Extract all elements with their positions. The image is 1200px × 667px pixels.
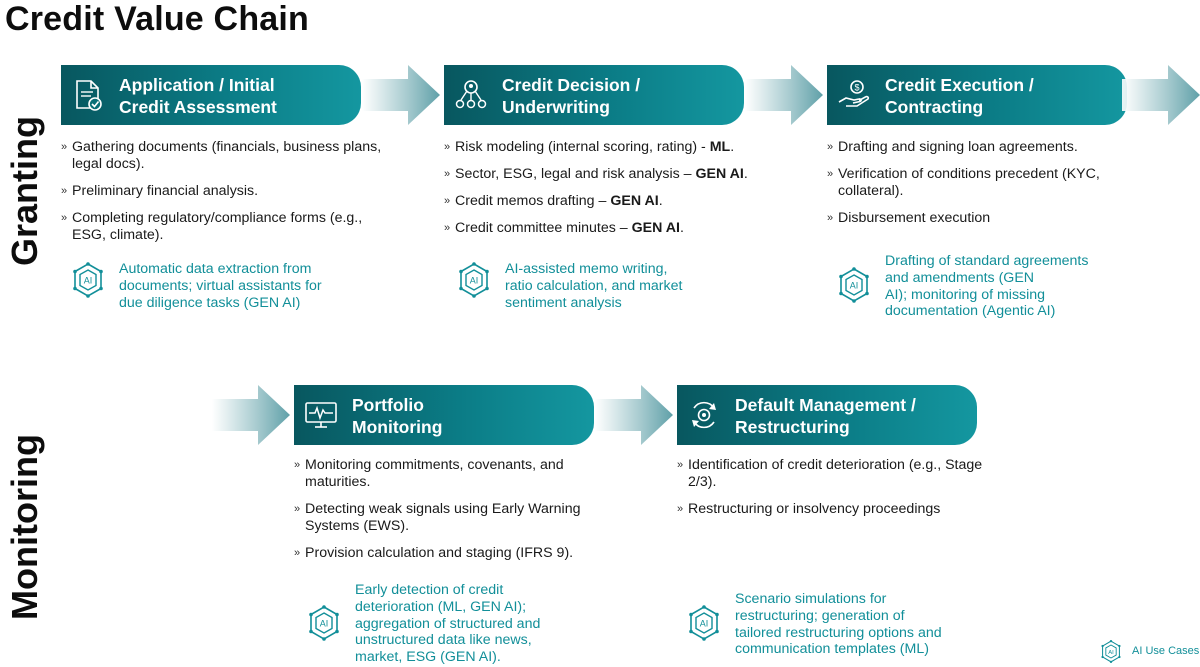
flow-arrow: [595, 385, 673, 445]
stage-bullets-credit-decision: »Risk modeling (internal scoring, rating…: [444, 139, 804, 247]
ai-use-case-credit-execution: Drafting of standard agreements and amen…: [837, 253, 1177, 325]
list-item: »Identification of credit deterioration …: [677, 457, 983, 490]
gear-cycle-icon: [692, 401, 716, 429]
flow-arrow: [362, 65, 440, 125]
stage-bullets-portfolio-monitoring: »Monitoring commitments, covenants, and …: [294, 457, 614, 572]
ai-use-case-text: Early detection of credit deterioration …: [355, 582, 541, 666]
list-item: »Restructuring or insolvency proceedings: [677, 501, 941, 517]
list-item: »Drafting and signing loan agreements.: [827, 139, 1078, 155]
stage-bullets-default-management: »Identification of credit deterioration …: [677, 457, 1007, 528]
hand-money-icon: $: [838, 80, 870, 107]
stage-bullets-credit-execution: »Drafting and signing loan agreements. »…: [827, 139, 1157, 237]
page-title: Credit Value Chain: [5, 0, 310, 38]
ai-use-case-application: Automatic data extraction from documents…: [71, 261, 391, 321]
ai-use-case-text: Automatic data extraction from documents…: [119, 261, 322, 311]
ai-use-case-text: Drafting of standard agreements and amen…: [885, 253, 1089, 320]
list-item: »Disbursement execution: [827, 210, 991, 226]
list-item: »Completing regulatory/compliance forms …: [61, 210, 363, 243]
ai-hex-icon: [687, 604, 721, 642]
stage-header-application: Application / Initial Credit Assessment: [61, 65, 361, 125]
stage-title: Credit Execution / Contracting: [885, 75, 1034, 117]
stage-bullets-application: »Gathering documents (financials, busine…: [61, 139, 391, 254]
flow-arrow: [745, 65, 823, 125]
section-label-monitoring: Monitoring: [4, 434, 45, 620]
ai-use-case-credit-decision: AI-assisted memo writing, ratio calculat…: [457, 261, 777, 321]
stage-header-portfolio-monitoring: Portfolio Monitoring: [294, 385, 594, 445]
svg-text:$: $: [854, 83, 859, 93]
ai-use-case-text: Scenario simulations for restructuring; …: [735, 591, 942, 658]
section-label-granting: Granting: [4, 116, 45, 266]
ai-hex-icon: [837, 266, 871, 304]
list-item: »Detecting weak signals using Early Warn…: [294, 501, 581, 534]
list-item: »Sector, ESG, legal and risk analysis – …: [444, 166, 748, 182]
list-item: »Risk modeling (internal scoring, rating…: [444, 139, 735, 155]
ai-use-case-default-management: Scenario simulations for restructuring; …: [687, 591, 1027, 663]
stage-title: Application / Initial Credit Assessment: [119, 75, 277, 117]
list-item: »Gathering documents (financials, busine…: [61, 139, 382, 172]
stage-header-default-management: Default Management / Restructuring: [677, 385, 977, 445]
flow-arrow: [212, 385, 290, 445]
ai-hex-icon: [71, 261, 105, 299]
ai-hex-icon: [307, 604, 341, 642]
decision-network-icon: [455, 80, 487, 109]
list-item: »Verification of conditions precedent (K…: [827, 166, 1100, 199]
ai-use-case-text: AI-assisted memo writing, ratio calculat…: [505, 261, 683, 311]
ai-hex-icon: [1100, 639, 1122, 664]
list-item: »Credit committee minutes – GEN AI.: [444, 220, 684, 236]
monitor-pulse-icon: [305, 402, 337, 428]
list-item: »Provision calculation and staging (IFRS…: [294, 545, 574, 561]
stage-title: Credit Decision / Underwriting: [502, 75, 641, 117]
stage-header-credit-decision: Credit Decision / Underwriting: [444, 65, 744, 125]
legend-label: AI Use Cases: [1132, 645, 1200, 657]
stage-title: Default Management / Restructuring: [735, 395, 916, 437]
stage-header-credit-execution: $ Credit Execution / Contracting: [827, 65, 1127, 125]
stage-title: Portfolio Monitoring: [352, 395, 443, 437]
flow-arrow: [1122, 65, 1200, 125]
ai-use-case-portfolio-monitoring: Early detection of credit deterioration …: [307, 582, 627, 666]
list-item: »Credit memos drafting – GEN AI.: [444, 193, 663, 209]
ai-hex-icon: [457, 261, 491, 299]
document-check-icon: [76, 80, 102, 111]
list-item: »Preliminary financial analysis.: [61, 183, 259, 199]
list-item: »Monitoring commitments, covenants, and …: [294, 457, 564, 490]
